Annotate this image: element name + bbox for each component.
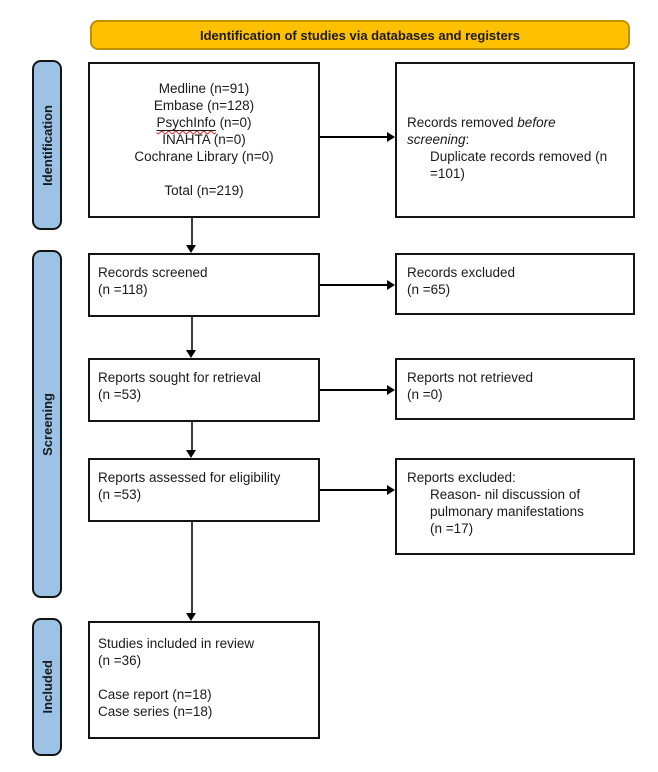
arrow-right-icon [387, 385, 395, 395]
records-screened-count: (n =118) [98, 282, 148, 297]
reports-sought-count: (n =53) [98, 387, 142, 402]
arrow-down-icon [186, 245, 196, 253]
records-excluded-label: Records excluded [407, 265, 516, 280]
reports-sought-label: Reports sought for retrieval [98, 370, 261, 385]
arrow-line-identified-to-removed [320, 136, 387, 138]
arrow-down-icon [186, 350, 196, 358]
phase-label-identification-text: Identification [39, 104, 55, 186]
box-records-removed: Records removed before screening: Duplic… [395, 62, 635, 218]
total-count: Total (n=219) [164, 183, 244, 198]
case-series-count: Case series (n=18) [98, 704, 213, 719]
studies-included-count: (n =36) [98, 653, 142, 668]
blank-line [98, 669, 310, 686]
phase-label-included: Included [32, 618, 62, 756]
arrow-right-icon [387, 280, 395, 290]
embase-count: Embase (n=128) [153, 98, 255, 113]
reports-excluded-reason-line1: Reason- nil discussion of [430, 487, 581, 502]
phase-label-screening: Screening [32, 250, 62, 598]
box-records-identified: Medline (n=91) Embase (n=128) PsychInfo … [88, 62, 320, 218]
phase-label-screening-text: Screening [39, 392, 55, 456]
arrow-line-sought-to-assessed [191, 422, 193, 450]
studies-included-label: Studies included in review [98, 636, 255, 651]
records-excluded-count: (n =65) [407, 282, 451, 297]
arrow-down-icon [186, 613, 196, 621]
box-reports-assessed: Reports assessed for eligibility (n =53) [88, 458, 320, 522]
records-removed-italic-screening: screening [407, 132, 466, 147]
arrow-line-assessed-to-included [191, 522, 193, 613]
arrow-line-sought-to-not-retrieved [320, 389, 387, 391]
box-reports-not-retrieved: Reports not retrieved (n =0) [395, 358, 635, 420]
arrow-line-screened-to-excluded [320, 284, 387, 286]
records-removed-line2: screening: [407, 131, 625, 148]
records-removed-text: Records removed [407, 115, 518, 130]
duplicate-records-line1: Duplicate records removed (n [430, 149, 608, 164]
blank-line [98, 165, 310, 182]
reports-not-retrieved-count: (n =0) [407, 387, 443, 402]
arrow-right-icon [387, 132, 395, 142]
arrow-line-screened-to-sought [191, 317, 193, 350]
inahta-count: INAHTA (n=0) [162, 132, 246, 147]
psychinfo-misspelled-word: PsychInfo [157, 115, 216, 130]
psychinfo-label: PsychInfo [156, 115, 216, 130]
cochrane-count: Cochrane Library (n=0) [134, 149, 274, 164]
arrow-down-icon [186, 450, 196, 458]
arrow-line-identified-to-screened [191, 218, 193, 246]
box-records-excluded: Records excluded (n =65) [395, 253, 635, 315]
arrow-line-assessed-to-excluded [320, 489, 387, 491]
phase-label-identification: Identification [32, 60, 62, 230]
reports-excluded-label: Reports excluded: [407, 470, 516, 485]
records-screened-label: Records screened [98, 265, 208, 280]
arrow-right-icon [387, 485, 395, 495]
records-removed-italic-before: before [517, 115, 556, 130]
psychinfo-line: PsychInfo (n=0) [98, 114, 310, 131]
records-removed-colon: : [465, 132, 470, 147]
box-reports-excluded-reason: Reports excluded: Reason- nil discussion… [395, 458, 635, 555]
psychinfo-count: (n=0) [215, 115, 252, 130]
reports-not-retrieved-label: Reports not retrieved [407, 370, 534, 385]
banner-identification-of-studies: Identification of studies via databases … [90, 20, 630, 50]
medline-count: Medline (n=91) [158, 81, 250, 96]
reports-assessed-label: Reports assessed for eligibility [98, 470, 281, 485]
reports-excluded-reason-line2: pulmonary manifestations [430, 504, 584, 519]
phase-label-included-text: Included [39, 660, 55, 714]
box-records-screened: Records screened (n =118) [88, 253, 320, 317]
reports-assessed-count: (n =53) [98, 487, 142, 502]
box-studies-included: Studies included in review (n =36) Case … [88, 621, 320, 739]
banner-title: Identification of studies via databases … [199, 27, 521, 43]
case-report-count: Case report (n=18) [98, 687, 212, 702]
reports-excluded-count: (n =17) [430, 521, 474, 536]
records-removed-line1: Records removed before [407, 114, 625, 131]
box-reports-sought: Reports sought for retrieval (n =53) [88, 358, 320, 422]
duplicate-records-line2: =101) [430, 166, 465, 181]
